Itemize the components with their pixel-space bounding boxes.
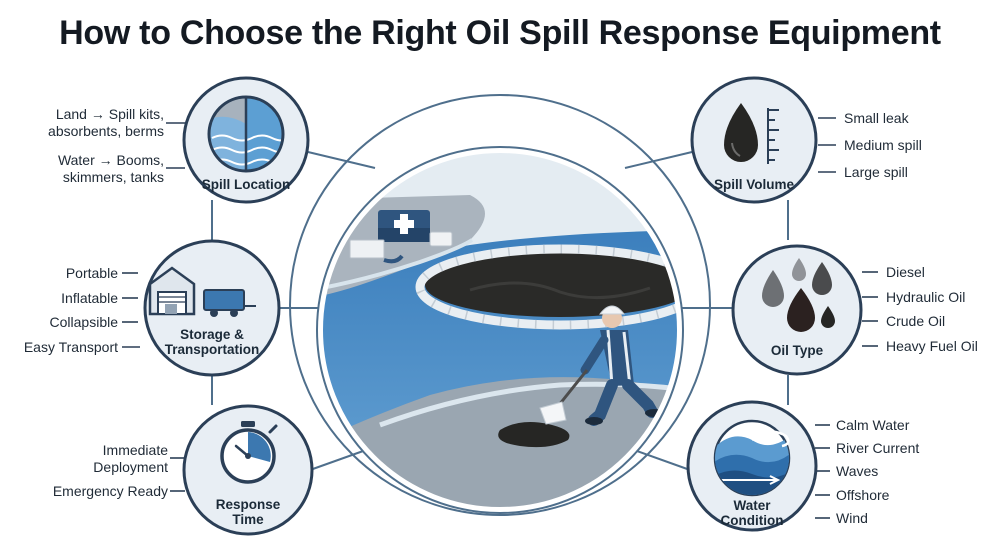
option-inflatable: Inflatable bbox=[61, 290, 118, 306]
option-calm-water: Calm Water bbox=[836, 417, 910, 433]
node-oil-type bbox=[731, 244, 863, 376]
oil-drop-gauge-icon bbox=[724, 103, 779, 164]
oil-type-label: Oil Type bbox=[770, 343, 824, 358]
spill-volume-label: Spill Volume bbox=[713, 177, 794, 192]
center-scene bbox=[320, 150, 680, 510]
response-time-label: Response Time bbox=[215, 497, 281, 527]
option-easy-transport: Easy Transport bbox=[23, 339, 118, 355]
option-emergency-ready: Emergency Ready bbox=[52, 483, 168, 499]
option-crude-oil: Crude Oil bbox=[886, 313, 946, 329]
right-option-ticks bbox=[815, 117, 878, 519]
option-hydraulic-oil: Hydraulic Oil bbox=[886, 289, 966, 305]
worker-figure bbox=[539, 305, 663, 426]
option-immediate-deployment: Immediate Deployment bbox=[93, 442, 168, 475]
water-condition-label: Water Condition bbox=[720, 498, 784, 528]
left-option-ticks bbox=[122, 122, 185, 492]
option-offshore: Offshore bbox=[836, 487, 890, 503]
storage-label: Storage & Transportation bbox=[164, 327, 260, 357]
spill-location-label: Spill Location bbox=[201, 177, 291, 192]
option-medium-spill: Medium spill bbox=[844, 137, 922, 153]
option-large-spill: Large spill bbox=[844, 164, 908, 180]
option-small-leak: Small leak bbox=[844, 110, 909, 126]
connector-ring bbox=[289, 94, 711, 516]
node-water-condition bbox=[686, 400, 818, 532]
option-portable: Portable bbox=[65, 265, 118, 281]
warehouse-trailer-icon bbox=[148, 266, 256, 317]
option-heavy-fuel-oil: Heavy Fuel Oil bbox=[886, 338, 978, 354]
option-collapsible: Collapsible bbox=[49, 314, 118, 330]
oil-drops-icon bbox=[762, 258, 835, 332]
node-spill-location bbox=[182, 76, 310, 204]
page-title: How to Choose the Right Oil Spill Respon… bbox=[59, 14, 941, 52]
option-wind: Wind bbox=[836, 510, 868, 526]
option-waves: Waves bbox=[836, 463, 879, 479]
node-response-time bbox=[182, 404, 314, 536]
stopwatch-icon bbox=[220, 421, 278, 484]
option-diesel: Diesel bbox=[886, 264, 925, 280]
option-river-current: River Current bbox=[836, 440, 920, 456]
node-spill-volume bbox=[690, 76, 818, 204]
option-land: Land → Spill kits, absorbents, berms bbox=[48, 106, 164, 139]
node-storage bbox=[143, 239, 281, 377]
option-water: Water → Booms, skimmers, tanks bbox=[57, 152, 164, 185]
